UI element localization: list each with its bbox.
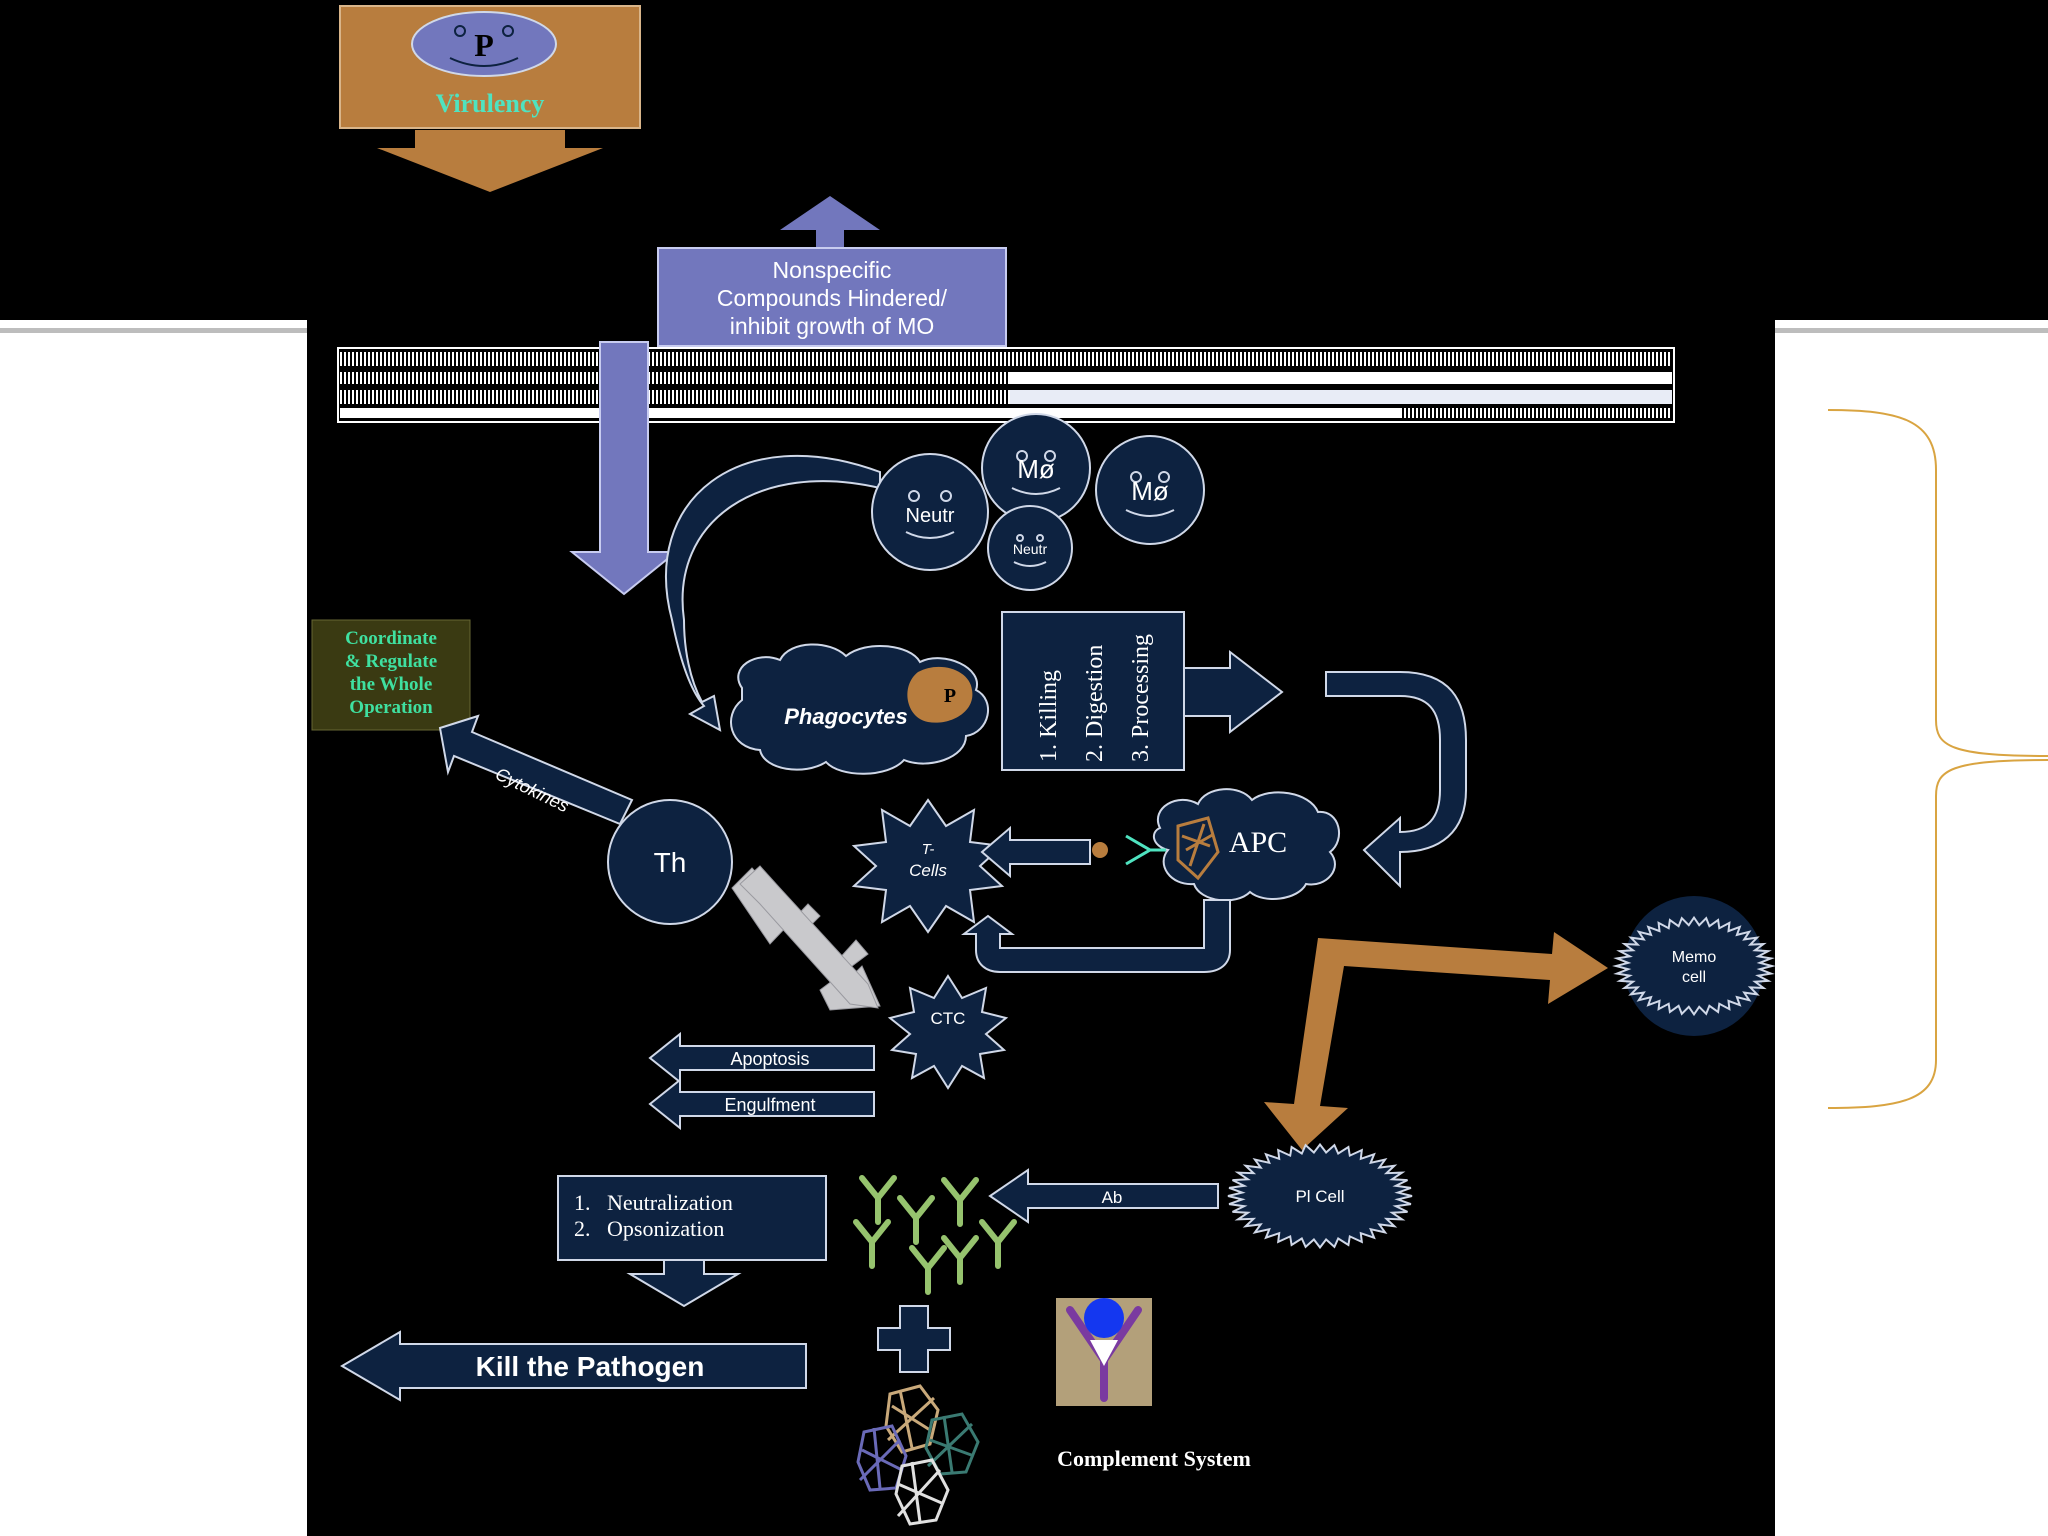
ab-functions-line2: 2. Opsonization <box>574 1216 724 1241</box>
ctc-effects: Apoptosis Engulfment <box>648 1031 875 1131</box>
nonspecific-line1: Nonspecific <box>773 257 892 283</box>
t-cells-line2: Cells <box>909 861 947 880</box>
coordinate-group: Coordinate & Regulate the Whole Operatio… <box>311 619 471 731</box>
macrophage-label-2: Mø <box>1131 476 1169 506</box>
apc-feedback-loop-arrow <box>961 899 1231 973</box>
pathogen-icon <box>411 11 557 77</box>
pl-cell-spikes <box>1227 1142 1413 1250</box>
neutrophil-large: Neutr <box>871 453 989 571</box>
coordinate-line3: the Whole <box>350 674 433 695</box>
engulfment-label: Engulfment <box>724 1095 815 1115</box>
right-brace <box>1827 409 2048 1109</box>
pl-cell: Pl Cell <box>1227 1142 1413 1250</box>
coordinate-line2: & Regulate <box>345 651 437 672</box>
pathogen-virulency-group: P Virulency <box>339 5 641 192</box>
processing-step1: 1. Killing <box>1036 670 1062 762</box>
ctc-star: CTC <box>887 974 1009 1090</box>
pathogen-cluster <box>856 1384 980 1526</box>
memo-cell-line2: cell <box>1682 969 1706 986</box>
apc-label: APC <box>1229 826 1287 859</box>
complement-label: Complement System <box>1057 1446 1251 1471</box>
nonspecific-line3: inhibit growth of MO <box>730 313 935 339</box>
antibody-6 <box>941 1235 979 1285</box>
apc-receptor-icon <box>1125 834 1166 866</box>
processing-step2: 2. Digestion <box>1082 645 1108 762</box>
nonspecific-line2: Compounds Hindered/ <box>717 285 948 311</box>
antibody-5 <box>909 1245 947 1295</box>
antibody-1 <box>859 1175 897 1225</box>
curved-arrow-to-phagocytes <box>665 455 881 732</box>
ab-label: Ab <box>1102 1188 1123 1207</box>
coordinate-box <box>311 619 471 731</box>
kill-pathogen-arrow <box>340 1330 807 1402</box>
nonspecific-up-arrow <box>780 196 880 248</box>
nonspecific-group: Nonspecific Compounds Hindered/ inhibit … <box>657 196 1007 347</box>
tan-arrow-to-memo <box>1264 932 1608 1150</box>
antibodies <box>853 1175 1017 1295</box>
pl-cell-label: Pl Cell <box>1295 1187 1344 1206</box>
membrane-barrier <box>337 347 1675 423</box>
phagocyte-cells: Neutr Mø Mø Neutr <box>871 413 1205 591</box>
virulency-label: Virulency <box>436 89 545 118</box>
macrophage-label-1: Mø <box>1017 454 1055 484</box>
processing-step3: 3. Processing <box>1128 634 1154 762</box>
t-cells-line1: T- <box>922 841 935 858</box>
apc-to-tcells-arrow <box>980 825 1091 879</box>
antibody-3 <box>941 1177 979 1227</box>
memo-cell: Memo cell <box>1612 896 1776 1036</box>
plus-icon <box>877 1305 951 1373</box>
nonspecific-box <box>657 247 1007 347</box>
processing-right-arrow <box>1183 649 1284 735</box>
complement-icon <box>1056 1298 1152 1406</box>
neutrophil-small: Neutr <box>987 505 1073 591</box>
macrophage-1: Mø <box>981 413 1091 523</box>
pathogen-letter: P <box>474 27 494 63</box>
antibody-7 <box>979 1219 1017 1269</box>
neutr-label-small: Neutr <box>1013 541 1048 557</box>
engulfment-arrow <box>648 1077 875 1131</box>
tan-branch-arrows <box>1264 932 1608 1150</box>
phagocyte-pathogen-letter: P <box>944 685 956 707</box>
ab-arrow <box>988 1168 1219 1224</box>
kill-pathogen-group: Kill the Pathogen <box>340 1330 807 1402</box>
ab-functions-group: 1. Neutralization 2. Opsonization <box>557 1175 827 1308</box>
apc-antigen-icon <box>1176 816 1220 881</box>
uturn-arrow-to-apc <box>1325 671 1467 889</box>
cytokines-arrow <box>438 714 634 826</box>
ab-functions-line1: 1. Neutralization <box>574 1190 733 1215</box>
t-cells-star: T- Cells <box>851 798 1005 934</box>
memo-cell-line1: Memo <box>1672 949 1717 966</box>
cytokines-arrow-group: Cytokines <box>438 714 634 826</box>
antibody-2 <box>897 1195 935 1245</box>
neutr-label-large: Neutr <box>906 505 955 527</box>
apoptosis-label: Apoptosis <box>730 1049 809 1069</box>
coordinate-line1: Coordinate <box>345 628 437 649</box>
processing-group: 1. Killing 2. Digestion 3. Processing <box>1001 611 1284 771</box>
th-label: Th <box>654 847 687 878</box>
entry-down-arrow <box>569 341 679 596</box>
ab-functions-down-arrow <box>626 1259 742 1308</box>
ctc-label: CTC <box>931 1009 966 1028</box>
processing-box <box>1001 611 1185 771</box>
pathogen-engulfed-icon <box>907 666 973 723</box>
virulency-down-arrow <box>377 130 603 192</box>
kill-pathogen-label: Kill the Pathogen <box>476 1351 705 1382</box>
antibody-4 <box>853 1219 891 1269</box>
phagocytes-label: Phagocytes <box>784 704 908 729</box>
pathogen-cluster-teal <box>924 1412 980 1476</box>
pathogen-cluster-tan <box>884 1384 940 1454</box>
coordinate-line4: Operation <box>349 697 433 718</box>
apc-cloud: APC <box>1092 788 1340 902</box>
th-cell: Th <box>607 799 733 925</box>
ab-arrow-group: Ab <box>988 1168 1219 1224</box>
phagocytes-cloud: P Phagocytes <box>730 643 989 775</box>
pathogen-cluster-white <box>894 1458 950 1526</box>
memo-cell-spikes <box>1612 915 1776 1017</box>
macrophage-2: Mø <box>1095 435 1205 545</box>
apoptosis-arrow <box>648 1031 875 1085</box>
